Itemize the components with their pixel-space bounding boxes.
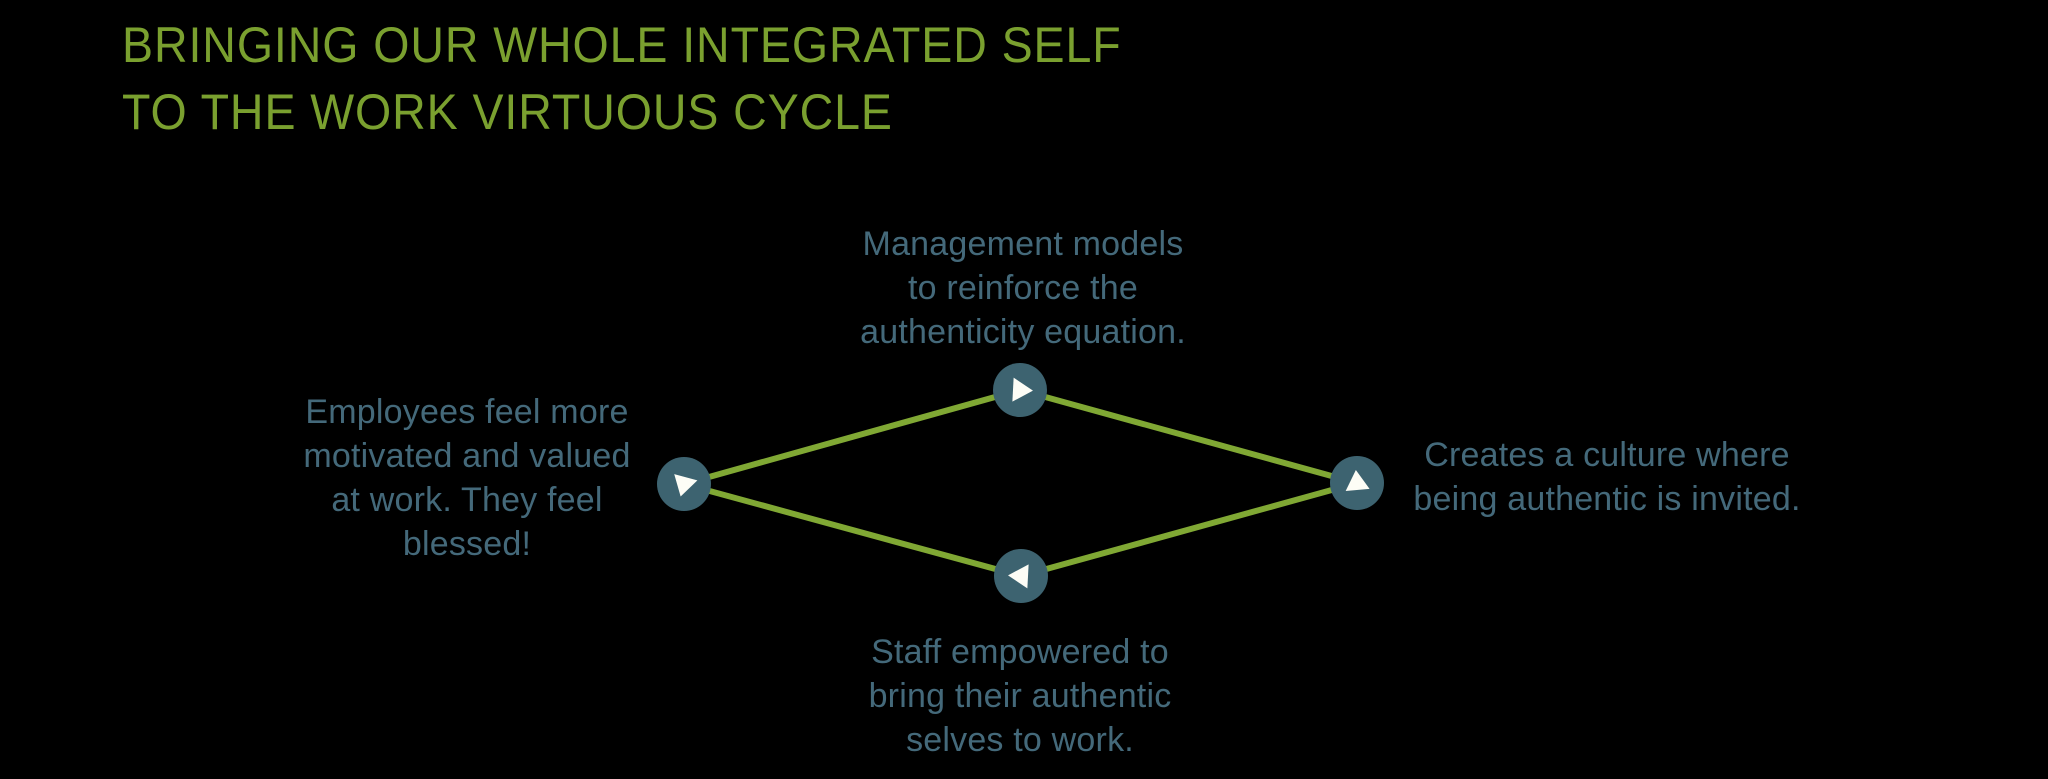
title-line-2: TO THE WORK VIRTUOUS CYCLE xyxy=(122,84,893,140)
cycle-arrows xyxy=(674,377,1370,589)
node-label-management-models: Management models to reinforce the authe… xyxy=(860,225,1186,351)
edge-bottom-left xyxy=(683,481,1022,579)
play-arrow-up-icon xyxy=(1345,470,1370,492)
edge-right-bottom xyxy=(1020,480,1358,579)
edge-left-top xyxy=(683,387,1021,487)
cycle-nodes xyxy=(657,363,1384,603)
node-label-staff-empowered: Staff empowered to bring their authentic… xyxy=(868,633,1172,759)
cycle-edges xyxy=(683,387,1358,579)
node-label-employees-motivated: Employees feel more motivated and valued… xyxy=(303,393,631,563)
page-title: BRINGING OUR WHOLE INTEGRATED SELF TO TH… xyxy=(122,12,1122,146)
play-arrow-left-icon xyxy=(1008,564,1029,589)
title-line-1: BRINGING OUR WHOLE INTEGRATED SELF xyxy=(122,17,1122,73)
play-arrow-right-icon xyxy=(1012,377,1033,402)
play-arrow-down-icon xyxy=(674,474,698,497)
edge-top-right xyxy=(1019,387,1358,486)
node-label-creates-culture: Creates a culture where being authentic … xyxy=(1413,436,1801,518)
